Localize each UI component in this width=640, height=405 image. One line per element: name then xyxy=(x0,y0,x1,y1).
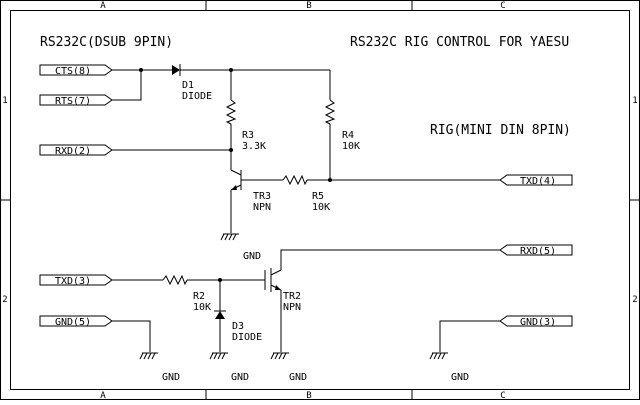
ground-symbol-tr3 xyxy=(220,233,239,241)
ground-symbol-d3 xyxy=(209,352,228,360)
port-rxd-rig: RXD(5) xyxy=(499,244,573,257)
ruler-bottom-c: C xyxy=(500,391,505,400)
port-gnd-pc-label: GND(5) xyxy=(55,317,91,328)
r5-ref: R5 xyxy=(312,191,324,202)
diode-d3 xyxy=(214,310,226,319)
d3-value: DIODE xyxy=(232,332,262,343)
gnd-label-pc: GND xyxy=(162,372,180,383)
ruler-bottom-a: A xyxy=(100,391,106,400)
r4-value: 10K xyxy=(342,141,360,152)
port-rxd-rig-label: RXD(5) xyxy=(520,246,556,257)
tr3-ref: TR3 xyxy=(253,191,271,202)
port-cts-label: CTS(8) xyxy=(55,66,91,77)
upper-circuit-wires xyxy=(112,68,500,233)
port-txd-rig: TXD(4) xyxy=(499,174,573,187)
frame-ruler: A B C A B C 1 2 1 2 xyxy=(2,1,637,401)
r3-value: 3.3K xyxy=(242,141,266,152)
resistor-r2 xyxy=(162,274,188,286)
port-txd-pc-label: TXD(3) xyxy=(55,276,91,287)
port-rts-label: RTS(7) xyxy=(55,96,91,107)
ground-symbol-tr2 xyxy=(270,352,289,360)
r2-ref: R2 xyxy=(193,291,205,302)
d1-value: DIODE xyxy=(182,91,212,102)
tr3-value: NPN xyxy=(253,202,271,213)
gnd-label-rig: GND xyxy=(451,372,469,383)
ground-symbol-rig xyxy=(429,352,448,360)
ground-symbol-pc xyxy=(139,352,158,360)
port-gnd-rig: GND(3) xyxy=(499,315,573,328)
transistor-tr3 xyxy=(230,169,242,191)
r5-value: 10K xyxy=(312,202,330,213)
port-rxd-pc: RXD(2) xyxy=(39,144,113,157)
ruler-bottom-b: B xyxy=(306,391,311,400)
junction-dot xyxy=(139,68,143,72)
gnd-label-d3: GND xyxy=(231,372,249,383)
port-rts: RTS(7) xyxy=(39,94,113,107)
ruler-top-a: A xyxy=(100,1,106,11)
gnd-label-tr2: GND xyxy=(289,372,307,383)
main-title: RS232C RIG CONTROL FOR YAESU xyxy=(350,35,569,50)
resistor-r4 xyxy=(324,99,336,125)
port-txd-rig-label: TXD(4) xyxy=(520,176,556,187)
tr2-ref: TR2 xyxy=(283,291,301,302)
port-rxd-pc-label: RXD(2) xyxy=(55,146,91,157)
ruler-top-c: C xyxy=(500,1,505,11)
ruler-right-1: 1 xyxy=(632,96,637,106)
ruler-left-2: 2 xyxy=(2,295,7,305)
transistor-tr2 xyxy=(264,268,282,292)
resistor-r3 xyxy=(225,99,237,125)
diode-d1 xyxy=(172,64,181,76)
r3-ref: R3 xyxy=(242,130,254,141)
tr2-value: NPN xyxy=(283,302,301,313)
dsub-title: RS232C(DSUB 9PIN) xyxy=(40,35,173,50)
port-gnd-pc: GND(5) xyxy=(39,315,113,328)
d1-ref: D1 xyxy=(182,80,194,91)
rig-title: RIG(MINI DIN 8PIN) xyxy=(430,123,571,138)
ruler-right-2: 2 xyxy=(632,295,637,305)
ruler-top-b: B xyxy=(306,1,311,11)
resistor-r5 xyxy=(282,174,308,186)
port-cts: CTS(8) xyxy=(39,64,113,77)
r4-ref: R4 xyxy=(342,130,354,141)
r2-value: 10K xyxy=(193,302,211,313)
d3-ref: D3 xyxy=(232,321,244,332)
port-gnd-rig-label: GND(3) xyxy=(520,317,556,328)
lower-circuit-wires xyxy=(112,249,500,352)
gnd-label-tr2-top: GND xyxy=(243,251,261,262)
ruler-left-1: 1 xyxy=(2,96,7,106)
port-txd-pc: TXD(3) xyxy=(39,274,113,287)
